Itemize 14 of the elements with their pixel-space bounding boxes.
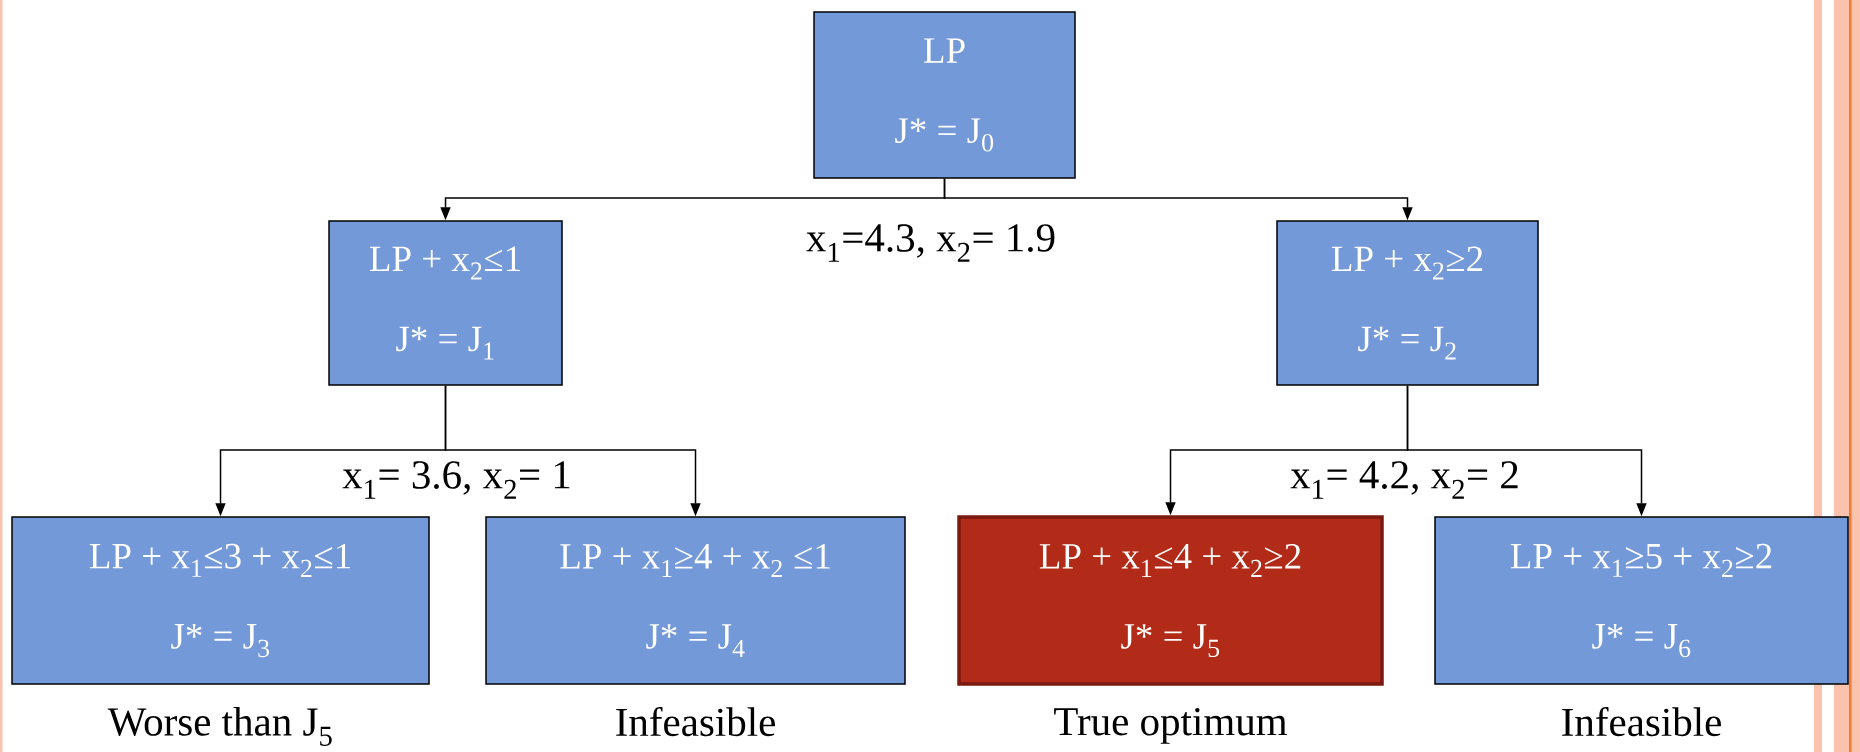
process-box: LP + x$_{1}$≤4 + x$_{2}$≥2 J* = J$_{5}$ <box>957 515 1384 686</box>
outcome-label: True optimum <box>1054 707 1287 744</box>
process-box: LP + x$_{2}$≤1 J* = J$_{1}$ <box>328 220 563 386</box>
process-box: LP + x$_{2}$≥2 J* = J$_{2}$ <box>1276 220 1539 386</box>
process-box: LP + x$_{1}$≤3 + x$_{2}$≤1 J* = J$_{3}$ <box>11 516 430 685</box>
process-box: LP J* = J$_{0}$ <box>813 11 1076 179</box>
branch-label: x$_{1}$= 3.6, x$_{2}$= 1 <box>342 461 570 499</box>
process-box: LP + x$_{1}$≥4 + x$_{2}$ ≤1 J* = J$_{4}$ <box>485 516 906 685</box>
outcome-label: Infeasible <box>1562 706 1721 737</box>
outcome-label: Infeasible <box>616 706 775 737</box>
process-box: LP + x$_{1}$≥5 + x$_{2}$≥2 J* = J$_{6}$ <box>1434 516 1849 685</box>
branch-label: x$_{1}$=4.3, x$_{2}$= 1.9 <box>806 224 1055 262</box>
outcome-label: Worse than J$_{5}$ <box>107 706 332 746</box>
branch-label: x$_{1}$= 4.2, x$_{2}$= 2 <box>1290 461 1518 499</box>
